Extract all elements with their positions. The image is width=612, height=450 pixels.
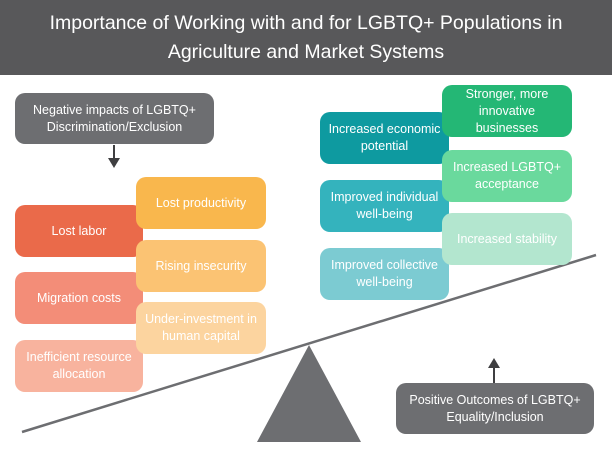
negative-impacts-text: Negative impacts of LGBTQ+ Discriminatio… [33,102,196,134]
positive-item-individual-well-being: Improved individual well-being [320,180,449,232]
header-banner: Importance of Working with and for LGBTQ… [0,0,612,75]
positive-item-increased-stability: Increased stability [442,213,572,265]
up-arrow-head [488,358,500,368]
positive-outcomes-text: Positive Outcomes of LGBTQ+ Equality/Inc… [409,392,581,424]
negative-item-text: Inefficient resource allocation [26,350,132,381]
positive-item-economic-potential: Increased economic potential [320,112,449,164]
positive-item-lgbtq-acceptance: Increased LGBTQ+ acceptance [442,150,572,202]
positive-item-text: Stronger, more innovative businesses [465,86,549,135]
positive-item-collective-well-being: Improved collective well-being [320,248,449,300]
negative-item-text: Migration costs [36,290,122,305]
scale-beam [21,253,597,434]
negative-item-inefficient-allocation: Inefficient resource allocation [15,340,143,392]
positive-item-text: Increased stability [456,231,558,246]
positive-item-innovative-businesses: Stronger, more innovative businesses [442,85,572,137]
negative-item-lost-productivity: Lost productivity [136,177,266,229]
negative-item-migration-costs: Migration costs [15,272,143,324]
negative-item-text: Lost labor [51,223,107,238]
negative-item-text: Lost productivity [155,195,247,210]
page-title: Importance of Working with and for LGBTQ… [49,11,563,63]
positive-item-text: Increased LGBTQ+ acceptance [452,160,562,191]
positive-item-text: Improved collective well-being [331,258,438,289]
negative-item-text: Rising insecurity [155,258,247,273]
negative-item-text: Under-investment in human capital [145,312,257,343]
down-arrow-head [108,158,120,168]
positive-outcomes-label: Positive Outcomes of LGBTQ+ Equality/Inc… [396,383,594,434]
positive-item-text: Improved individual well-being [330,190,439,221]
negative-item-under-investment: Under-investment in human capital [136,302,266,354]
negative-item-rising-insecurity: Rising insecurity [136,240,266,292]
negative-impacts-label: Negative impacts of LGBTQ+ Discriminatio… [15,93,214,144]
fulcrum-triangle [257,345,361,442]
positive-item-text: Increased economic potential [328,122,441,153]
negative-item-lost-labor: Lost labor [15,205,143,257]
